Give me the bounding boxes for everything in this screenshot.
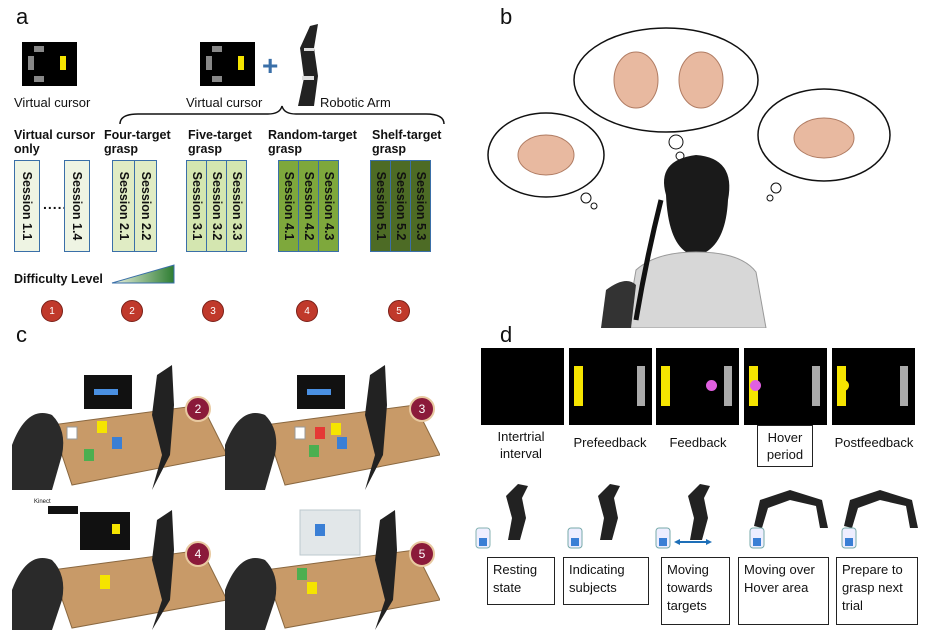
session-box: Session 3.3 — [226, 160, 247, 252]
level-badge-3: 3 — [202, 300, 224, 322]
level-badge-2: 2 — [121, 300, 143, 322]
distractor-bar — [812, 366, 820, 406]
virtual-cursor-icon — [22, 42, 77, 86]
robot-arm-sequence — [475, 484, 918, 549]
cursor-dot — [750, 380, 761, 391]
state-box-indicating: Indicating subjects — [563, 557, 649, 605]
session-box: Session 2.2 — [134, 160, 157, 252]
distractor-bar — [637, 366, 645, 406]
session-box: Session 1.1 — [14, 160, 40, 252]
session-box: Session 4.1 — [278, 160, 299, 252]
group-title-2: Four-target grasp — [104, 128, 171, 156]
session-box: Session 2.1 — [112, 160, 135, 252]
state-box-resting: Resting state — [487, 557, 555, 605]
level-badge-1: 1 — [41, 300, 63, 322]
level-badge-5: 5 — [388, 300, 410, 322]
session-box: Session 4.3 — [318, 160, 339, 252]
target-bar — [837, 366, 846, 406]
screen-postfeedback — [832, 348, 915, 425]
session-box: Session 5.3 — [410, 160, 431, 252]
kinect-label: Kinect — [34, 499, 51, 505]
panel-letter-a: a — [16, 4, 29, 29]
session-box: Session 5.2 — [390, 160, 411, 252]
distractor-bar — [724, 366, 732, 406]
group-title-5: Shelf-target grasp — [372, 128, 442, 156]
scene-four-target — [12, 365, 227, 490]
scene-five-target — [225, 365, 440, 490]
state-box-moving-towards: Moving towards targets — [661, 557, 730, 625]
phase-label-feedback: Feedback — [669, 435, 727, 450]
scene-shelf-target — [225, 509, 440, 630]
screen-intertrial — [481, 348, 564, 425]
group-brace — [119, 105, 445, 125]
screen-feedback — [656, 348, 739, 425]
group-title-4: Random-target grasp — [268, 128, 357, 156]
phase-label-prefeedback: Prefeedback — [573, 435, 647, 450]
cursor-dot — [706, 380, 717, 391]
difficulty-label: Difficulty Level — [14, 272, 103, 286]
panel-letter-c: c — [16, 322, 27, 347]
scene-badge-3: 3 — [409, 396, 435, 422]
phase-label-hover: Hover period — [757, 425, 813, 467]
session-box: Session 3.1 — [186, 160, 207, 252]
phase-label-postfeedback: Postfeedback — [834, 435, 914, 450]
group-title-1: Virtual cursor only — [14, 128, 96, 156]
state-box-moving-over: Moving over Hover area — [738, 557, 829, 625]
panel-letter-d: d — [500, 322, 513, 347]
screen-hover — [744, 348, 827, 425]
session-box: Session 5.1 — [370, 160, 391, 252]
scene-badge-5: 5 — [409, 541, 435, 567]
robotic-arm-label: Robotic Arm — [320, 95, 391, 110]
virtual-cursor-label-2: Virtual cursor — [186, 95, 263, 110]
target-bar — [574, 366, 583, 406]
level-badge-4: 4 — [296, 300, 318, 322]
virtual-cursor-icon — [200, 42, 255, 86]
session-box: Session 4.2 — [298, 160, 319, 252]
plus-sign: + — [262, 50, 279, 81]
group-title-3: Five-target grasp — [188, 128, 252, 156]
scene-badge-4: 4 — [185, 541, 211, 567]
screen-prefeedback — [569, 348, 652, 425]
robotic-arm-icon — [298, 24, 318, 106]
phase-label-intertrial: Intertrial interval — [497, 429, 545, 461]
state-box-prepare: Prepare to grasp next trial — [836, 557, 918, 625]
distractor-bar — [900, 366, 908, 406]
panel-letter-b: b — [500, 4, 513, 29]
virtual-cursor-label: Virtual cursor — [14, 95, 91, 110]
difficulty-wedge — [111, 264, 175, 284]
session-box: Session 3.2 — [206, 160, 227, 252]
session-box: Session 1.4 — [64, 160, 90, 252]
scene-badge-2: 2 — [185, 396, 211, 422]
cursor-dot — [843, 380, 849, 391]
panel-b-illustration — [487, 27, 891, 328]
target-bar — [661, 366, 670, 406]
scene-random-target — [12, 506, 227, 630]
